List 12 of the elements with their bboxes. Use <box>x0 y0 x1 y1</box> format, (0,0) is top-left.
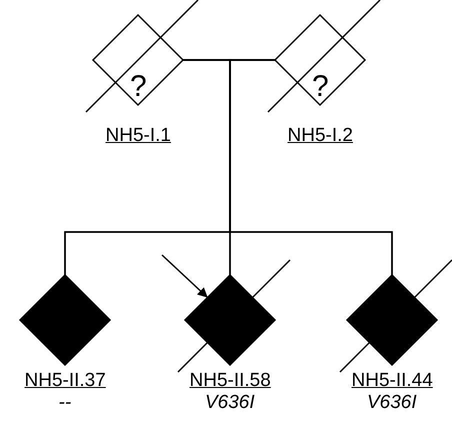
variant-label: -- <box>58 392 72 414</box>
variant-label: V636I <box>205 392 255 414</box>
variant-label: V636I <box>367 392 417 414</box>
individual-id: NH5-II.58 <box>190 370 271 392</box>
individual-id: NH5-I.2 <box>288 125 353 147</box>
individual-id: NH5-II.44 <box>352 370 433 392</box>
question-mark: ? <box>130 72 147 102</box>
individual-id: NH5-I.1 <box>106 125 171 147</box>
pedigree-line <box>229 59 393 275</box>
proband-arrow <box>161 254 208 298</box>
individual-id: NH5-II.37 <box>24 370 106 392</box>
question-mark: ? <box>312 72 329 102</box>
